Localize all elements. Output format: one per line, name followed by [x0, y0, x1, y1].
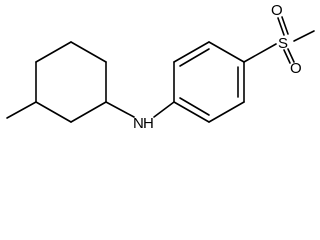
bond-sulfur-methyl	[293, 30, 315, 42]
bond-cyclohexane-top-right	[70, 41, 107, 63]
structure-canvas: N H S O O	[6, 2, 315, 132]
bond-benzene-bottom-right	[208, 101, 245, 123]
sulfur-atom-label: S	[278, 35, 288, 52]
bond-sulfur-oxygen-top-b	[281, 16, 289, 35]
bond-cyclohexane-bottom-left	[35, 101, 72, 123]
bond-sulfur-oxygen-bottom-b	[287, 48, 295, 63]
structure-diagram: N H S O O	[6, 2, 315, 132]
bond-benzene-top-left	[173, 41, 210, 63]
oxygen-bottom-atom-label: O	[290, 60, 302, 77]
bond-benzene-bottom-left	[173, 101, 210, 123]
bond-methyl	[6, 101, 37, 119]
bond-cyclohexyl-nitrogen	[105, 101, 135, 118]
bond-cyclohexane-top-left	[35, 41, 72, 63]
bond-sulfur-oxygen-top-a	[277, 17, 285, 36]
bond-cyclohexane-bottom-right	[70, 101, 107, 123]
bond-sulfur-oxygen-bottom-a	[283, 49, 291, 64]
oxygen-top-atom-label: O	[271, 2, 283, 19]
hydrogen-atom-label: H	[143, 115, 154, 132]
bond-benzene-inner-bottom	[179, 97, 210, 116]
bond-aryl-sulfur	[243, 43, 277, 63]
bond-nitrogen-aryl	[153, 101, 175, 118]
bond-benzene-inner-top	[179, 48, 210, 67]
nitrogen-atom-label: N	[133, 115, 144, 132]
bond-benzene-top-right	[208, 41, 245, 63]
